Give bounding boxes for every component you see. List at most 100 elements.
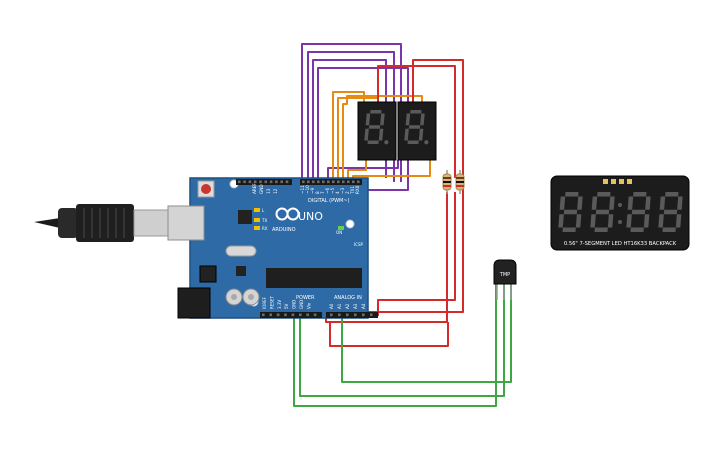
header-pin-hole[interactable]: [243, 180, 246, 184]
digital-pin-label: TX1: [350, 186, 355, 195]
usb-port: [167, 205, 205, 241]
small-chip: [236, 266, 246, 276]
digital-pin-label: ~11: [300, 185, 305, 194]
arduino-logo: [275, 207, 300, 221]
header-pin-hole[interactable]: [253, 180, 257, 184]
segment-c: [378, 128, 384, 141]
header-pin-hole[interactable]: [312, 180, 315, 184]
header-pin-hole[interactable]: [269, 180, 273, 184]
analog-pin-label: A5: [369, 303, 374, 309]
wire-green-3[interactable]: [341, 282, 512, 383]
header-pin-hole[interactable]: [347, 180, 350, 184]
header-pin-hole[interactable]: [259, 180, 262, 184]
segment-g: [595, 209, 610, 215]
header-pin-hole[interactable]: [313, 313, 317, 317]
digital-pin-label: ~3: [340, 187, 345, 194]
header-pin-hole[interactable]: [322, 180, 325, 184]
segment-d: [662, 227, 676, 232]
wire-red-3[interactable]: [325, 192, 448, 323]
quad-digit-2: [590, 192, 615, 232]
segment-a: [633, 192, 647, 197]
segment-c: [575, 214, 582, 228]
header-pin-hole[interactable]: [354, 313, 357, 317]
header-pin: [619, 179, 624, 184]
power-jack[interactable]: [177, 287, 211, 319]
header-pin-hole[interactable]: [338, 313, 341, 317]
digital-pin-label: ~10: [305, 185, 310, 194]
wire-red-4[interactable]: [377, 192, 456, 316]
header-pin-hole[interactable]: [317, 180, 320, 184]
header-pin-hole[interactable]: [327, 180, 330, 184]
segment-e: [404, 128, 409, 141]
power-pin-label: IOREF: [262, 296, 267, 309]
segment-g: [663, 209, 678, 215]
header-pin-hole[interactable]: [264, 180, 268, 184]
segment-e: [364, 128, 369, 141]
usb-cable[interactable]: [34, 204, 169, 242]
segment-f: [659, 196, 666, 210]
header-pin-hole[interactable]: [284, 313, 287, 317]
power-analog-pin-dots: [262, 313, 373, 317]
header-pin-hole[interactable]: [275, 180, 278, 184]
usb-chip: [238, 210, 252, 224]
segment-f: [559, 196, 566, 210]
board-label: RX: [262, 226, 268, 231]
header-pin-hole[interactable]: [357, 180, 360, 184]
header-pin-hole[interactable]: [352, 180, 355, 184]
power-pin-label: GND: [292, 300, 297, 309]
digital-pin-label: 4: [335, 191, 340, 194]
wire-purple-5[interactable]: [327, 160, 399, 182]
colon-dot: [618, 203, 622, 207]
wire-orange-3[interactable]: [342, 95, 423, 182]
power-pin-label: Vin: [306, 302, 311, 309]
segment-f: [365, 113, 371, 126]
header-pin-hole[interactable]: [370, 313, 373, 317]
header-pin: [627, 179, 632, 184]
segment-g: [631, 209, 646, 215]
wire-orange-4[interactable]: [347, 160, 367, 182]
header-pin-hole[interactable]: [342, 180, 345, 184]
quad-digit-3: [626, 192, 651, 232]
digital-pwm-label: DIGITAL (PWM~): [308, 198, 350, 204]
segment-dp: [424, 140, 429, 145]
header-pin-hole[interactable]: [302, 180, 305, 184]
wire-green-2[interactable]: [299, 282, 505, 397]
header-pin-hole[interactable]: [248, 180, 252, 184]
usb-plug-body: [76, 204, 134, 242]
header-pin-hole[interactable]: [276, 313, 280, 317]
seven-segment-right[interactable]: [397, 101, 437, 161]
header-pin-hole[interactable]: [280, 180, 283, 184]
resistor-2[interactable]: [455, 170, 465, 194]
temperature-sensor[interactable]: TMP: [493, 259, 517, 300]
wire-red-5[interactable]: [329, 322, 449, 347]
header-pin-hole[interactable]: [330, 313, 333, 317]
segment-a: [410, 110, 422, 114]
quad-7-segment-backpack[interactable]: 0.56" 7-SEGMENT LED HT16K33 BACKPACK: [550, 175, 690, 251]
reset-button[interactable]: [201, 184, 211, 194]
digital-pin-label: 2: [345, 191, 350, 194]
header-pin-hole[interactable]: [262, 313, 265, 317]
resistor-1[interactable]: [442, 170, 452, 194]
header-pin-hole[interactable]: [285, 180, 289, 184]
header-pin-hole[interactable]: [269, 313, 272, 317]
seven-segment-left[interactable]: [357, 101, 397, 161]
header-pin-hole[interactable]: [291, 313, 295, 317]
header-pin-hole[interactable]: [306, 313, 309, 317]
header-pin-hole[interactable]: [332, 180, 335, 184]
header-pin-hole[interactable]: [307, 180, 310, 184]
digital-pin-label: ~9: [310, 187, 315, 194]
header-pin-hole[interactable]: [299, 313, 302, 317]
usb-cable-tail: [34, 218, 60, 228]
header-pin-hole[interactable]: [337, 180, 340, 184]
analog-in-label: ANALOG IN: [334, 295, 362, 301]
power-label: POWER: [296, 295, 315, 301]
header-pin-hole[interactable]: [362, 313, 365, 317]
header-pin-hole[interactable]: [238, 180, 241, 184]
segment-g: [408, 125, 421, 129]
crystal-oscillator: [225, 245, 257, 257]
wire-green-1[interactable]: [293, 282, 497, 407]
header-pin-hole[interactable]: [346, 313, 349, 317]
